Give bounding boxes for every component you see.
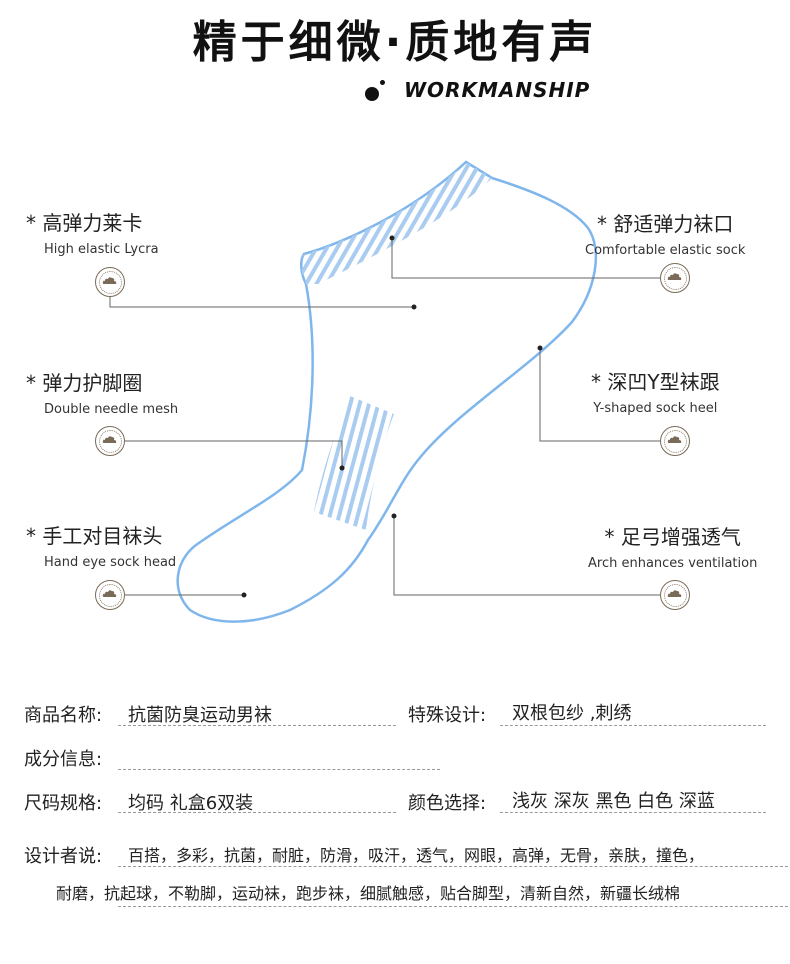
product-name-value: 抗菌防臭运动男袜 [128,705,272,726]
cotton-badge-icon [660,426,690,456]
size-value: 均码 礼盒6双装 [128,793,254,814]
feature-heel-cn: * 深凹Y型袜跟 [591,370,720,394]
designer-underline-2 [118,906,788,907]
cotton-badge-icon [95,580,125,610]
cotton-badge-icon [660,580,690,610]
anchor-dot-mesh [339,465,345,471]
cotton-badge-icon [660,263,690,293]
bullet-small-dot-icon [380,80,385,85]
composition-label: 成分信息: [24,749,103,770]
feature-mesh-en: Double needle mesh [44,402,179,417]
feature-arch-en: Arch enhances ventilation [588,556,758,571]
subtitle: WORKMANSHIP [404,78,591,102]
sock-diagram [109,160,676,623]
designer-underline-1 [118,866,788,867]
anchor-dot-heel [537,345,543,351]
feature-toe: * 手工对目袜头 Hand eye sock head [26,520,176,570]
feature-heel: * 深凹Y型袜跟 Y-shaped sock heel [591,366,720,416]
designer-label: 设计者说: [24,846,103,867]
special-design-value: 双根包纱 ,刺绣 [512,703,632,724]
designer-line-2: 耐磨，抗起球，不勒脚，运动袜，跑步袜，细腻触感，贴合脚型，清新自然，新疆长绒棉 [56,884,681,903]
leader-line-heel [539,348,676,442]
feature-mesh: * 弹力护脚圈 Double needle mesh [26,367,178,417]
feature-toe-en: Hand eye sock head [44,555,177,570]
feature-toe-cn: * 手工对目袜头 [26,524,163,548]
leader-line-cuff [391,238,676,279]
special-design-underline [500,725,766,726]
leader-lines [109,238,676,596]
feature-mesh-cn: * 弹力护脚圈 [26,371,143,395]
size-label: 尺码规格: [24,793,103,814]
feature-lycra: * 高弹力莱卡 High elastic Lycra [26,207,159,257]
cotton-badge-icon [95,267,125,297]
anchor-dot-toe [241,592,247,598]
feature-arch: * 足弓增强透气 Arch enhances ventilation [588,521,757,571]
composition-underline [118,769,440,770]
cotton-badge-icon [95,426,125,456]
feature-arch-cn: * 足弓增强透气 [604,525,741,549]
anchor-dots [241,235,543,598]
feature-cuff: * 舒适弹力袜口 Comfortable elastic sock [585,208,745,258]
bullet-dot-icon [365,87,379,101]
product-name-underline [118,725,396,726]
special-design-label: 特殊设计: [408,705,487,726]
cuff-stripes [301,162,492,284]
anchor-dot-arch [391,513,397,519]
designer-line-1: 百搭，多彩，抗菌，耐脏，防滑，吸汗，透气，网眼，高弹，无骨，亲肤，撞色， [128,846,705,865]
feature-heel-en: Y-shaped sock heel [593,401,718,416]
feature-cuff-cn: * 舒适弹力袜口 [597,212,734,236]
leader-line-mesh [110,440,343,468]
size-underline [118,812,396,813]
anchor-dot-lycra [411,304,417,310]
anchor-dot-cuff [389,235,395,241]
color-label: 颜色选择: [408,793,487,814]
page-title: 精于细微·质地有声 [192,17,598,68]
color-value: 浅灰 深灰 黑色 白色 深蓝 [512,791,715,812]
product-name-label: 商品名称: [24,705,103,726]
leader-line-arch [393,516,676,596]
feature-cuff-en: Comfortable elastic sock [585,243,746,258]
color-underline [500,812,766,813]
feature-lycra-cn: * 高弹力莱卡 [26,211,143,235]
leader-line-lycra [109,283,414,308]
mesh-stripes [314,396,394,530]
feature-lycra-en: High elastic Lycra [44,242,159,257]
